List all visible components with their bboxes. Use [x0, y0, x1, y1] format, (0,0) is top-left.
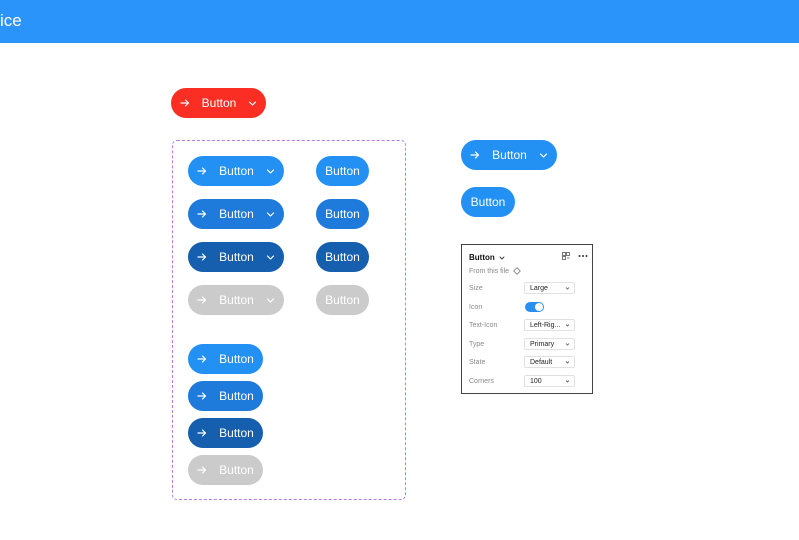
arrow-right-icon — [197, 465, 207, 475]
button-label: Button — [219, 164, 254, 178]
instance-grid-icon[interactable] — [562, 252, 570, 260]
prop-label-text-icon: Text-Icon — [469, 322, 498, 329]
left-icon-button-default[interactable]: Button — [188, 344, 263, 374]
button-label: Button — [325, 164, 360, 178]
state-value: Default — [530, 358, 553, 366]
button-label: Button — [201, 96, 237, 110]
arrow-right-icon — [197, 428, 207, 438]
chevron-down-icon — [565, 323, 570, 328]
state-select[interactable]: Default — [524, 356, 575, 368]
prop-label-corners: Corners — [469, 378, 494, 385]
button-label: Button — [325, 250, 360, 264]
button-label: Button — [219, 352, 254, 366]
button-label: Button — [219, 389, 254, 403]
text-button-default[interactable]: Button — [316, 156, 369, 186]
button-variant-default[interactable]: Button — [188, 156, 284, 186]
arrow-right-icon — [180, 98, 190, 108]
arrow-right-icon — [197, 166, 207, 176]
chevron-down-icon — [266, 167, 275, 176]
type-select[interactable]: Primary — [524, 338, 575, 350]
component-source-text: From this file — [469, 267, 510, 275]
page-title: ice — [0, 11, 22, 30]
panel-title[interactable]: Button — [469, 253, 505, 262]
chevron-down-icon — [248, 99, 257, 108]
text-icon-select[interactable]: Left-Rig... — [524, 319, 575, 331]
button-variant-hover[interactable]: Button — [188, 199, 284, 229]
chevron-down-icon — [565, 342, 570, 347]
size-value: Large — [530, 284, 548, 292]
arrow-right-icon — [197, 252, 207, 262]
panel-title-text: Button — [469, 253, 495, 262]
left-icon-button-disabled[interactable]: Button — [188, 455, 263, 485]
button-label: Button — [325, 293, 360, 307]
button-label: Button — [219, 250, 254, 264]
button-label: Button — [219, 426, 254, 440]
corners-value: 100 — [530, 377, 542, 385]
instance-text-button[interactable]: Button — [461, 187, 515, 217]
chevron-down-icon — [499, 255, 505, 261]
arrow-right-icon — [197, 391, 207, 401]
chevron-down-icon — [565, 379, 570, 384]
instance-icon-button[interactable]: Button — [461, 140, 557, 170]
arrow-right-icon — [197, 354, 207, 364]
main-button[interactable]: Button — [171, 88, 266, 118]
prop-label-type: Type — [469, 341, 485, 348]
toggle-knob — [535, 303, 543, 311]
button-label: Button — [470, 195, 506, 209]
component-source: From this file — [469, 267, 521, 275]
left-icon-button-hover[interactable]: Button — [188, 381, 263, 411]
prop-label-size: Size — [469, 285, 483, 292]
arrow-right-icon — [197, 295, 207, 305]
chevron-down-icon — [539, 151, 548, 160]
panel-actions — [554, 252, 588, 260]
chevron-down-icon — [266, 253, 275, 262]
arrow-right-icon — [197, 209, 207, 219]
corners-select[interactable]: 100 — [524, 375, 575, 387]
component-set-frame[interactable] — [172, 140, 406, 500]
button-label: Button — [219, 293, 254, 307]
chevron-down-icon — [565, 286, 570, 291]
text-button-disabled[interactable]: Button — [316, 285, 369, 315]
chevron-down-icon — [266, 296, 275, 305]
component-diamond-icon[interactable] — [513, 267, 521, 275]
top-bar: ice — [0, 0, 799, 43]
button-label: Button — [492, 148, 527, 162]
arrow-right-icon — [470, 150, 480, 160]
button-label: Button — [219, 463, 254, 477]
more-horizontal-icon[interactable] — [578, 254, 588, 258]
prop-label-state: State — [469, 359, 486, 366]
button-variant-pressed[interactable]: Button — [188, 242, 284, 272]
text-button-hover[interactable]: Button — [316, 199, 369, 229]
chevron-down-icon — [565, 360, 570, 365]
icon-toggle[interactable] — [525, 302, 544, 312]
text-icon-value: Left-Rig... — [530, 321, 561, 329]
component-properties-panel: Button From this file Size Large Icon Te… — [461, 244, 593, 394]
button-label: Button — [325, 207, 360, 221]
prop-label-icon: Icon — [469, 304, 483, 311]
button-label: Button — [219, 207, 254, 221]
left-icon-button-pressed[interactable]: Button — [188, 418, 263, 448]
button-variant-disabled[interactable]: Button — [188, 285, 284, 315]
text-button-pressed[interactable]: Button — [316, 242, 369, 272]
type-value: Primary — [530, 340, 555, 348]
size-select[interactable]: Large — [524, 282, 575, 294]
chevron-down-icon — [266, 210, 275, 219]
